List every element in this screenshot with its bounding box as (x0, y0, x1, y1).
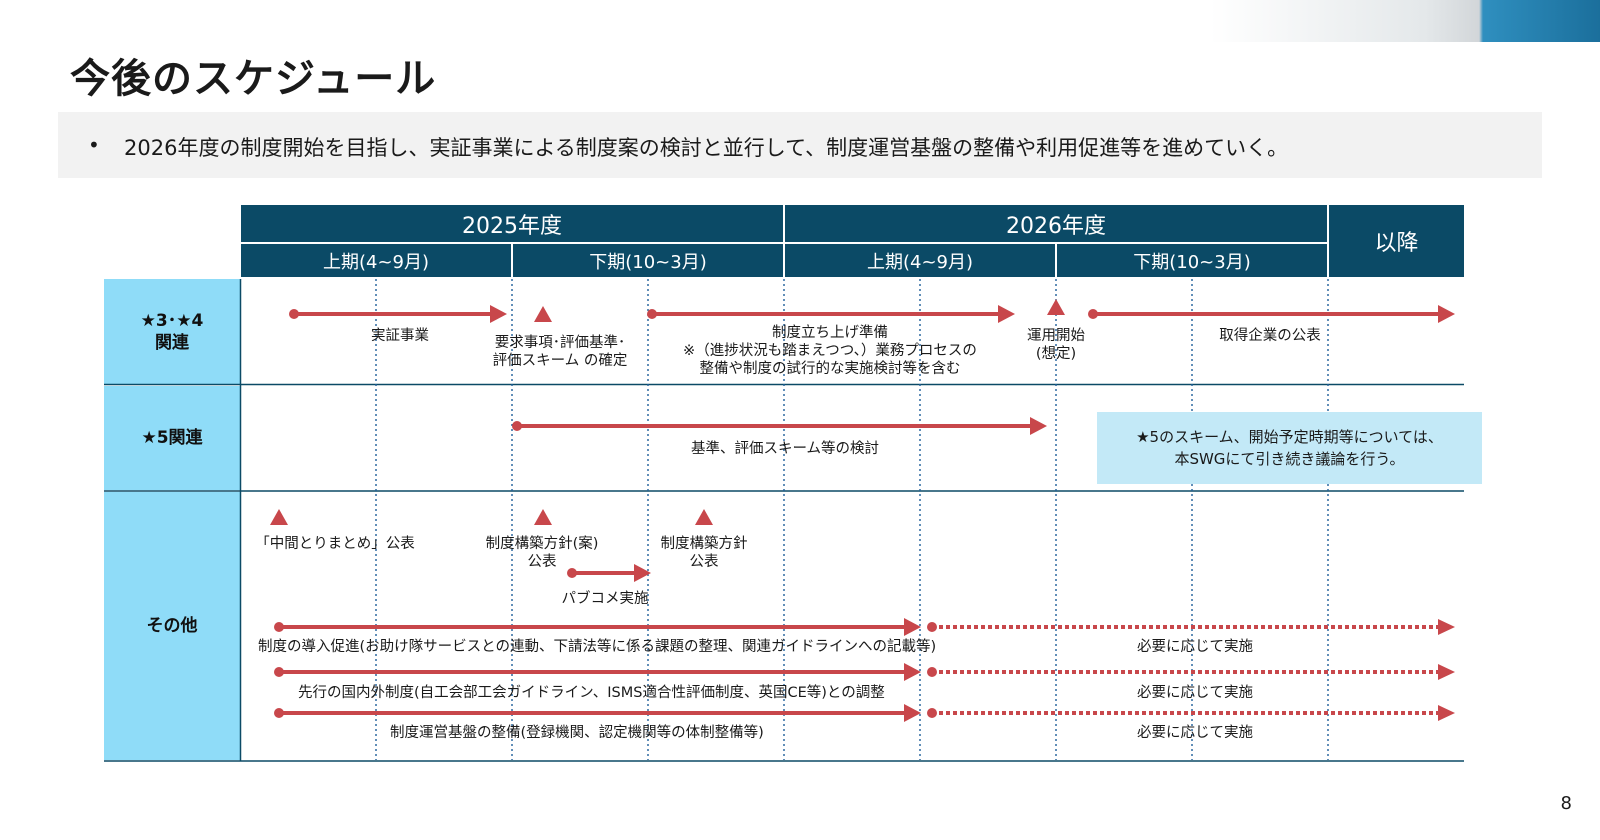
header-half-2026-second: 下期(10~3月) (1057, 244, 1327, 277)
note-text: ★5のスキーム、開始予定時期等については、 本SWGにて引き続き議論を行う。 (1136, 428, 1443, 468)
label-kiban: 制度運営基盤の整備(登録機関、認定機関等の体制整備等) (390, 725, 764, 741)
note-box: ★5のスキーム、開始予定時期等については、 本SWGにて引き続き議論を行う。 (1097, 412, 1482, 484)
row-label-star5-text: ★5関連 (141, 428, 203, 448)
grid-lines (375, 279, 1329, 760)
label-chukan: 「中間とりまとめ」公表 (255, 536, 415, 552)
label-jissho: 実証事業 (371, 328, 429, 344)
arrow-kijun (512, 417, 1047, 435)
milestone-yokyu (534, 306, 552, 322)
label-yokyu: 要求事項･評価基準･ 評価スキーム の確定 (492, 335, 628, 369)
label-donyu: 制度の導入促進(お助け隊サービスとの連動、下請法等に係る課題の整理、関連ガイドラ… (258, 639, 937, 655)
arrow-kokunai-dotted (927, 664, 1455, 680)
page-number: 8 (1560, 793, 1572, 814)
label-kokunai: 先行の国内外制度(自工会部工会ガイドライン、ISMS適合性評価制度、英国CE等)… (298, 685, 885, 701)
summary-text: 2026年度の制度開始を目指し、実証事業による制度案の検討と並行して、制度運営基… (124, 136, 1289, 160)
row-label-star34-text: ★3･★4 関連 (140, 310, 204, 353)
milestone-hoshin (695, 509, 713, 525)
label-hoshin: 制度構築方針 公表 (660, 536, 748, 570)
arrow-donyu-dotted (927, 619, 1455, 635)
arrow-shutoku (1088, 305, 1455, 323)
arrow-seido-junbi (647, 305, 1015, 323)
header-half-2025-second: 下期(10~3月) (513, 244, 783, 277)
header-half-2026-first: 上期(4~9月) (785, 244, 1055, 277)
milestone-chukan (270, 509, 288, 525)
label-kijun: 基準、評価スキーム等の検討 (690, 441, 880, 457)
arrow-kokunai (274, 663, 921, 681)
row-label-other: その他 (104, 492, 240, 760)
milestone-unyo (1047, 299, 1065, 315)
label-unyo: 運用開始 (想定) (1027, 328, 1085, 362)
arrow-jissho (289, 305, 507, 323)
arrow-pabukome (567, 564, 651, 582)
label-hitsuyo-1: 必要に応じて実施 (1137, 639, 1253, 655)
row-label-star34: ★3･★4 関連 (104, 279, 240, 384)
label-hitsuyo-3: 必要に応じて実施 (1137, 725, 1253, 741)
header-after: 以降 (1329, 205, 1464, 277)
label-seido-junbi: 制度立ち上げ準備 ※（進捗状況も踏まえつつ、）業務プロセスの 整備や制度の試行的… (683, 325, 977, 377)
arrow-kiban (274, 704, 921, 722)
row-label-star5: ★5関連 (104, 386, 240, 490)
label-hoshin-an: 制度構築方針(案) 公表 (485, 536, 599, 570)
header-year-2026: 2026年度 (785, 205, 1327, 242)
label-pabukome: パブコメ実施 (561, 591, 649, 607)
header-year-2025: 2025年度 (241, 205, 783, 242)
arrow-kiban-dotted (927, 705, 1455, 721)
header-half-2025-first: 上期(4~9月) (241, 244, 511, 277)
arrow-donyu (274, 618, 921, 636)
summary-bullet: • (88, 133, 100, 157)
corner-accent-bar (1210, 0, 1600, 42)
label-hitsuyo-2: 必要に応じて実施 (1137, 685, 1253, 701)
row-label-other-text: その他 (146, 616, 198, 636)
label-shutoku: 取得企業の公表 (1219, 328, 1321, 344)
milestone-hoshin-an (534, 509, 552, 525)
page-title: 今後のスケジュール (70, 56, 437, 102)
summary-box (58, 112, 1542, 178)
